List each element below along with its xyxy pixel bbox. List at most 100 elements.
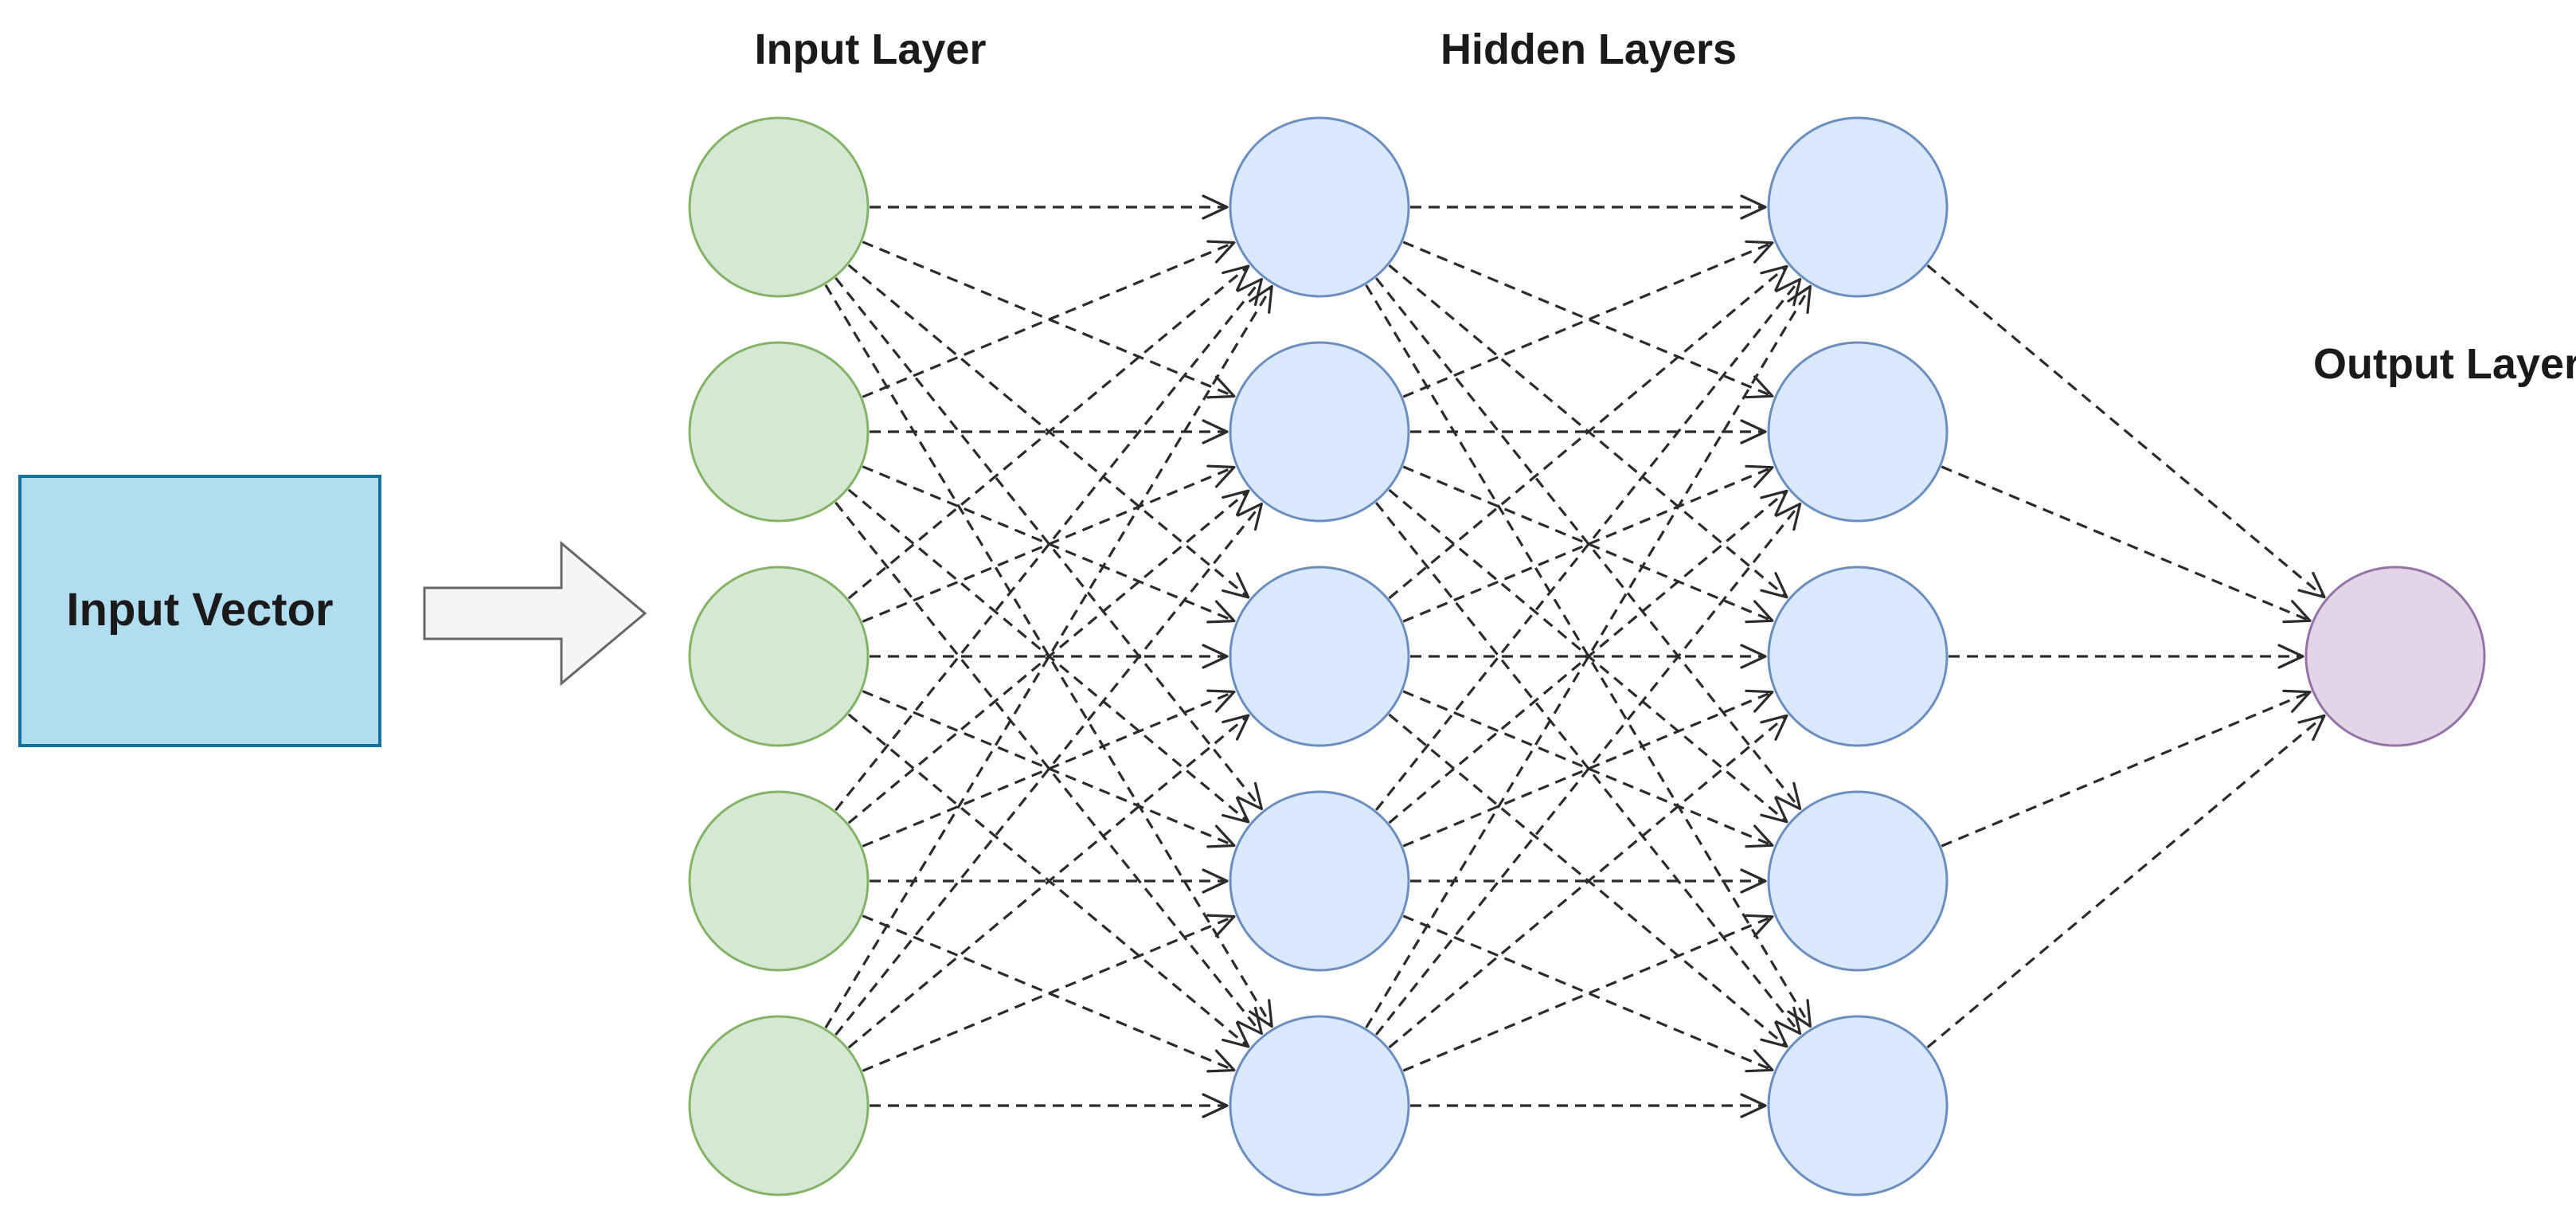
edge-input-2-to-hidden-1-3 [862, 465, 1236, 624]
arrowhead-icon [1222, 264, 1250, 292]
arrowhead-icon [1745, 375, 1774, 399]
edge-input-5-to-hidden-1-4 [862, 914, 1236, 1072]
arrowhead-icon [2277, 644, 2304, 669]
edge-input-5-to-hidden-1-5 [870, 1093, 1229, 1118]
edge-hidden-1-5-to-hidden-2-4 [1402, 914, 1774, 1072]
arrowhead-icon [2297, 714, 2326, 742]
connection-line [862, 691, 1235, 848]
arrowhead-icon [1760, 1021, 1788, 1048]
arrowhead-icon [1745, 824, 1774, 848]
connection-line [862, 241, 1235, 398]
arrowhead-icon [1745, 240, 1774, 264]
connection-line [1374, 278, 1801, 811]
edge-hidden-1-2-to-hidden-2-1 [1402, 240, 1774, 398]
arrowhead-icon [1202, 868, 1229, 894]
arrowhead-icon [1202, 419, 1229, 444]
edge-input-4-to-hidden-1-2 [847, 489, 1250, 824]
neuron-input-3 [688, 566, 870, 747]
edge-hidden-1-5-to-hidden-2-1 [1365, 284, 1812, 1029]
arrowhead-icon [1237, 1006, 1264, 1036]
arrowhead-icon [1222, 489, 1250, 516]
arrowhead-icon [1206, 914, 1236, 938]
connection-line [1402, 690, 1773, 847]
arrowhead-icon [1760, 797, 1788, 824]
neuron-hidden-2-2 [1767, 341, 1949, 523]
edge-hidden-1-2-to-hidden-2-3 [1402, 465, 1774, 624]
edge-hidden-1-3-to-hidden-2-3 [1410, 644, 1767, 669]
connection-line [1402, 915, 1773, 1072]
connection-line [1402, 241, 1773, 398]
arrowhead-icon [2282, 689, 2312, 713]
edge-hidden-1-3-to-hidden-2-4 [1402, 690, 1774, 848]
edge-hidden-1-4-to-hidden-2-4 [1410, 868, 1767, 894]
arrowhead-icon [1760, 264, 1788, 292]
neuron-hidden-2-5 [1767, 1015, 1949, 1196]
connection-line [1388, 265, 1788, 600]
arrowhead-icon [1237, 781, 1264, 811]
arrowhead-icon [1206, 375, 1236, 399]
connection-line [1941, 465, 2311, 622]
edge-hidden-1-5-to-hidden-2-3 [1388, 714, 1788, 1049]
edge-input-4-to-hidden-1-1 [835, 277, 1264, 812]
block-arrow-icon [423, 540, 647, 687]
arrowhead-icon [1206, 464, 1236, 488]
connection-line [1365, 285, 1812, 1029]
connection-line [1926, 264, 2326, 598]
arrowhead-icon [1202, 1093, 1229, 1118]
arrowhead-icon [1740, 644, 1767, 669]
edge-hidden-1-1-to-hidden-2-2 [1402, 241, 1774, 399]
connection-line [824, 285, 1273, 1029]
arrowhead-icon [1222, 572, 1250, 599]
arrowhead-icon [1745, 1049, 1774, 1073]
connection-line [862, 466, 1235, 623]
edge-input-5-to-hidden-1-2 [835, 502, 1264, 1036]
edge-hidden-2-3-to-output-1 [1949, 644, 2304, 669]
edge-hidden-2-2-to-output-1 [1941, 465, 2312, 624]
arrowhead-icon [1206, 689, 1236, 713]
connection-line [824, 284, 1273, 1028]
edge-hidden-1-2-to-hidden-2-2 [1410, 419, 1767, 444]
input-vector-label: Input Vector [66, 584, 333, 636]
edge-hidden-1-3-to-hidden-2-2 [1402, 464, 1774, 623]
edge-hidden-2-4-to-output-1 [1941, 689, 2312, 848]
arrowhead-icon [1775, 502, 1802, 531]
arrowhead-icon [2282, 600, 2312, 624]
connection-line [1402, 914, 1773, 1071]
hidden-layers-title: Hidden Layers [1440, 25, 1737, 73]
edge-hidden-1-5-to-hidden-2-2 [1374, 502, 1802, 1036]
edge-hidden-2-1-to-output-1 [1926, 264, 2326, 599]
arrowhead-icon [1740, 194, 1767, 220]
arrowhead-icon [1745, 464, 1774, 488]
connection-line [835, 503, 1263, 1036]
arrowhead-icon [1222, 1021, 1250, 1048]
connection-line [835, 278, 1263, 812]
arrowhead-icon [1237, 502, 1264, 531]
edge-hidden-1-5-to-hidden-2-5 [1410, 1093, 1767, 1118]
edge-input-5-to-hidden-1-3 [847, 714, 1250, 1049]
output-layer-title: Output Layer [2313, 340, 2576, 388]
edge-input-2-to-hidden-1-1 [862, 240, 1236, 398]
edge-input-3-to-hidden-1-4 [862, 690, 1236, 848]
connections [824, 194, 2326, 1118]
edge-input-4-to-hidden-1-3 [862, 689, 1236, 848]
connection-line [862, 915, 1235, 1072]
edge-hidden-1-3-to-hidden-2-1 [1388, 264, 1788, 600]
edge-input-2-to-hidden-1-2 [870, 419, 1229, 444]
arrowhead-icon [1206, 240, 1236, 264]
arrowhead-icon [1222, 797, 1250, 824]
connection-line [1374, 503, 1801, 1036]
arrowhead-icon [1202, 644, 1229, 669]
edge-hidden-2-5-to-output-1 [1926, 714, 2326, 1049]
arrowhead-icon [1740, 1093, 1767, 1118]
arrowhead-icon [1206, 824, 1236, 848]
connection-line [1926, 715, 2326, 1049]
connection-line [862, 914, 1235, 1071]
edge-input-3-to-hidden-1-1 [847, 264, 1250, 600]
arrowhead-icon [1775, 781, 1802, 811]
arrowhead-icon [1787, 284, 1812, 314]
neuron-output-1 [2304, 566, 2486, 747]
neurons [688, 116, 2486, 1196]
arrowhead-icon [1740, 868, 1767, 894]
arrowhead-icon [1206, 1049, 1236, 1073]
